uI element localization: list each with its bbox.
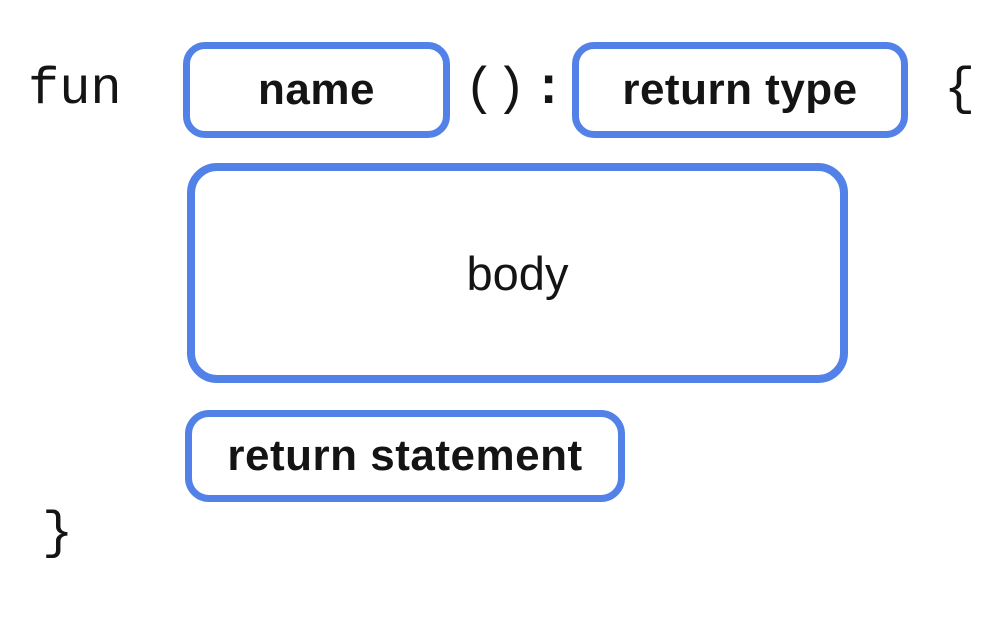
open-brace-text: { (944, 60, 976, 119)
fun-keyword-text: fun (28, 60, 122, 119)
close-brace-text: } (42, 504, 74, 563)
return-type-slot-label: return type (622, 65, 858, 114)
colon-text: : (533, 60, 565, 119)
return-type-slot-box: return type (572, 42, 908, 138)
return-statement-slot-box: return statement (185, 410, 625, 502)
body-slot-label: body (466, 246, 569, 300)
parentheses-text: () (464, 60, 527, 119)
body-slot-box: body (187, 163, 848, 383)
name-slot-box: name (183, 42, 450, 138)
return-statement-slot-label: return statement (227, 431, 583, 480)
name-slot-label: name (258, 65, 375, 114)
